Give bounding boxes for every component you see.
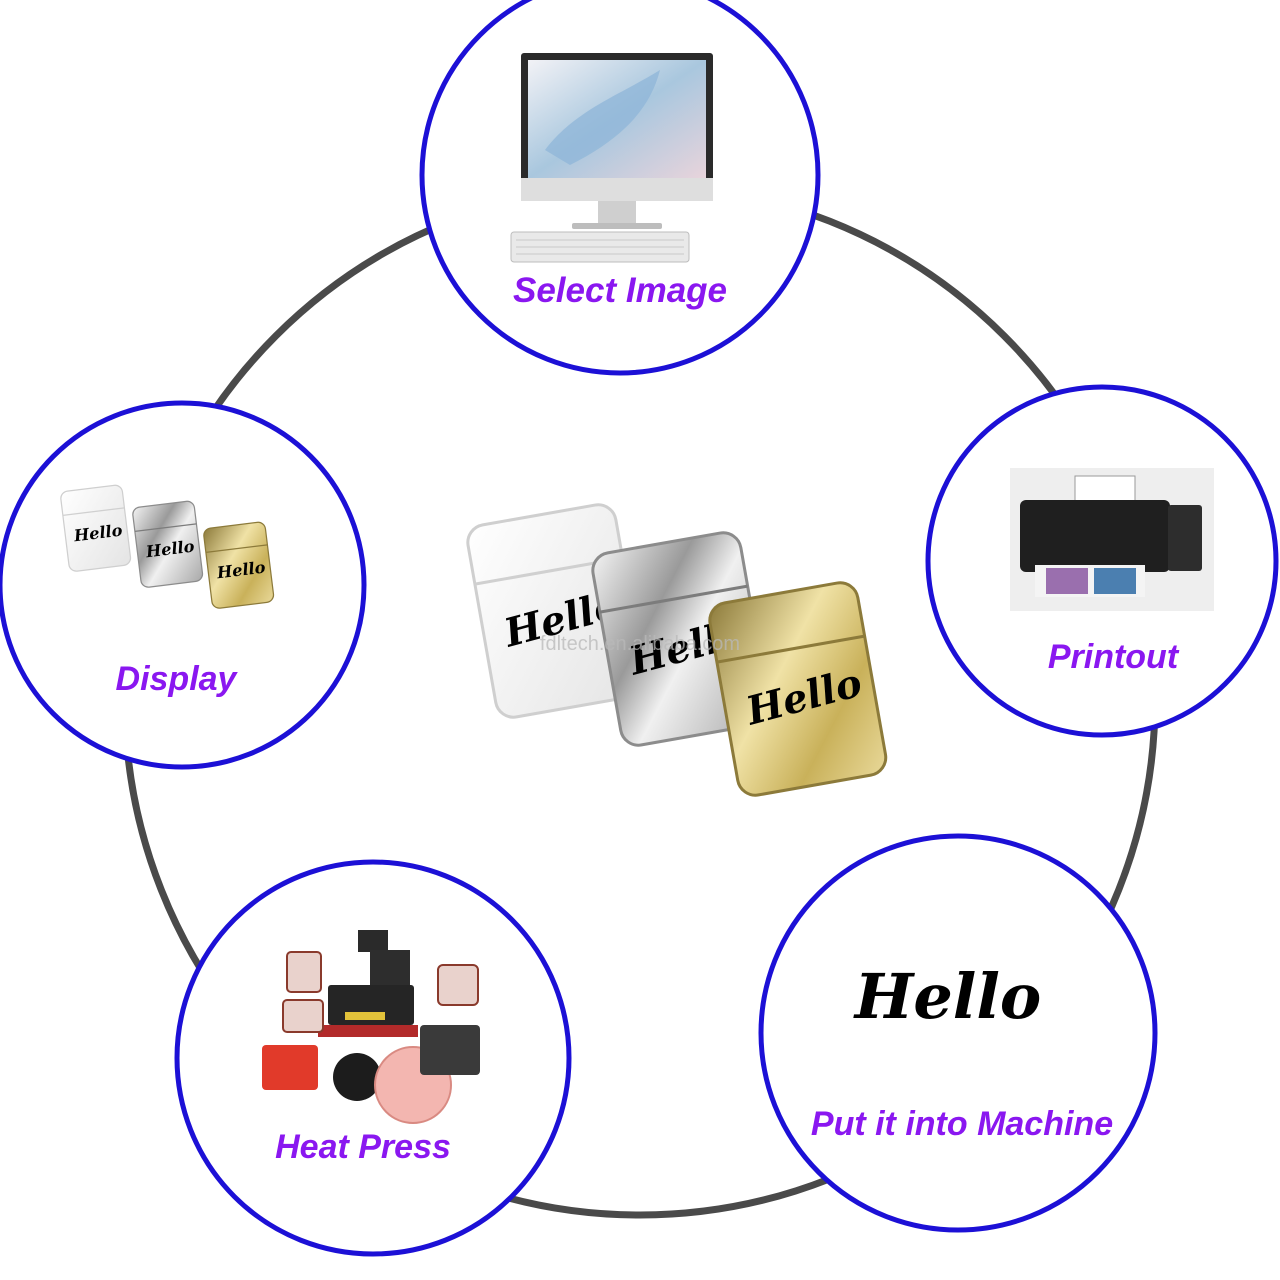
step-put-into-machine: Hello Put it into Machine: [758, 833, 1158, 1233]
center-lighters-image: Hello Hello Hello fdltech.en.alibaba.com: [463, 500, 891, 800]
step-label: Display: [116, 660, 239, 698]
watermark: fdltech.en.alibaba.com: [540, 633, 740, 655]
step-select-image: Select Image: [419, 0, 821, 376]
computer-icon: [510, 53, 713, 263]
step-printout: Printout: [925, 384, 1279, 738]
step-heat-press: Heat Press: [174, 859, 572, 1257]
step-label: Put it into Machine: [811, 1105, 1113, 1143]
step-circle: [758, 833, 1158, 1233]
step-label: Select Image: [513, 271, 727, 310]
heat-press-machine-icon: [262, 930, 480, 1124]
step-circle: [174, 859, 572, 1257]
step-label: Printout: [1048, 638, 1180, 676]
step-display: Hello Hello Hello Display: [0, 400, 367, 770]
hello-print-icon: Hello: [853, 960, 1041, 1033]
printer-icon: [1010, 468, 1214, 611]
step-circle: [0, 400, 367, 770]
step-label: Heat Press: [275, 1128, 451, 1166]
lighter-products-icon: Hello Hello Hello: [59, 483, 275, 610]
